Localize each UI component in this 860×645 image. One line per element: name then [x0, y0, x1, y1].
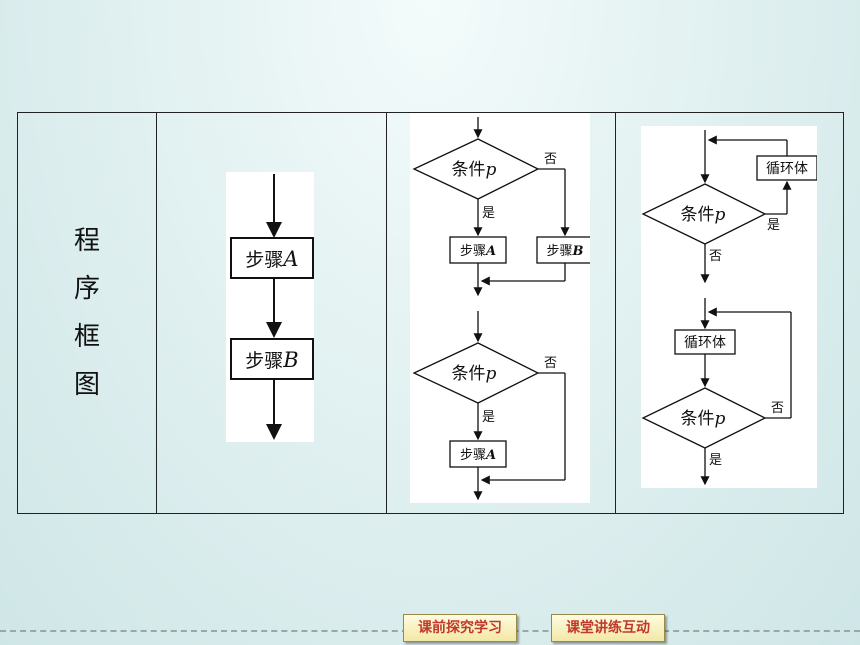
step-a-box	[230, 237, 314, 279]
condition-label: 条件p	[452, 364, 497, 384]
no-label: 否	[544, 152, 557, 167]
condition-label: 条件p	[452, 160, 497, 180]
step-b-label: 步骤B	[546, 244, 583, 259]
no-label: 否	[544, 356, 557, 371]
row-label-char: 序	[73, 274, 100, 304]
no-label: 否	[709, 249, 722, 264]
step-a-box	[449, 440, 507, 468]
step-b-label: 步骤B	[245, 348, 298, 372]
loop-body-label: 循环体	[766, 161, 808, 177]
yes-label: 是	[482, 206, 495, 221]
sequence-flowchart: 步骤A 步骤B	[230, 174, 314, 440]
pre-class-study-button[interactable]: 课前探究学习	[403, 614, 517, 642]
in-class-practice-button[interactable]: 课堂讲练互动	[551, 614, 665, 642]
selection-flowchart-panel: 条件p 否 是 步骤A 步骤B 条件p 否 是 步骤A	[410, 113, 594, 503]
step-b-box	[230, 338, 314, 380]
column-divider	[156, 113, 157, 513]
step-a-label: 步骤A	[245, 247, 298, 271]
row-label-char: 图	[73, 370, 100, 400]
loop-flowchart-panel: 条件p 是 循环体 否 循环体 条件p 否 是	[641, 126, 818, 488]
condition-label: 条件p	[681, 205, 726, 225]
column-divider	[386, 113, 387, 513]
structure-table: 程 序 框 图 步骤A 步骤B	[17, 112, 844, 514]
step-a-label: 步骤A	[460, 448, 496, 463]
row-label-char: 程	[73, 226, 100, 256]
yes-label: 是	[767, 218, 780, 233]
loop-flowchart: 条件p 是 循环体 否 循环体 条件p 否 是	[641, 130, 818, 486]
row-label-char: 框	[73, 322, 100, 352]
yes-label: 是	[709, 453, 722, 468]
step-a-label: 步骤A	[460, 244, 496, 259]
row-label: 程 序 框 图	[18, 113, 156, 513]
selection-flowchart: 条件p 否 是 步骤A 步骤B 条件p 否 是 步骤A	[412, 117, 594, 501]
loop-body-label: 循环体	[684, 335, 726, 351]
loop-body-box	[674, 329, 736, 355]
condition-label: 条件p	[681, 409, 726, 429]
no-label: 否	[771, 401, 784, 416]
column-divider	[615, 113, 616, 513]
sequence-flowchart-panel: 步骤A 步骤B	[226, 172, 314, 442]
yes-label: 是	[482, 410, 495, 425]
